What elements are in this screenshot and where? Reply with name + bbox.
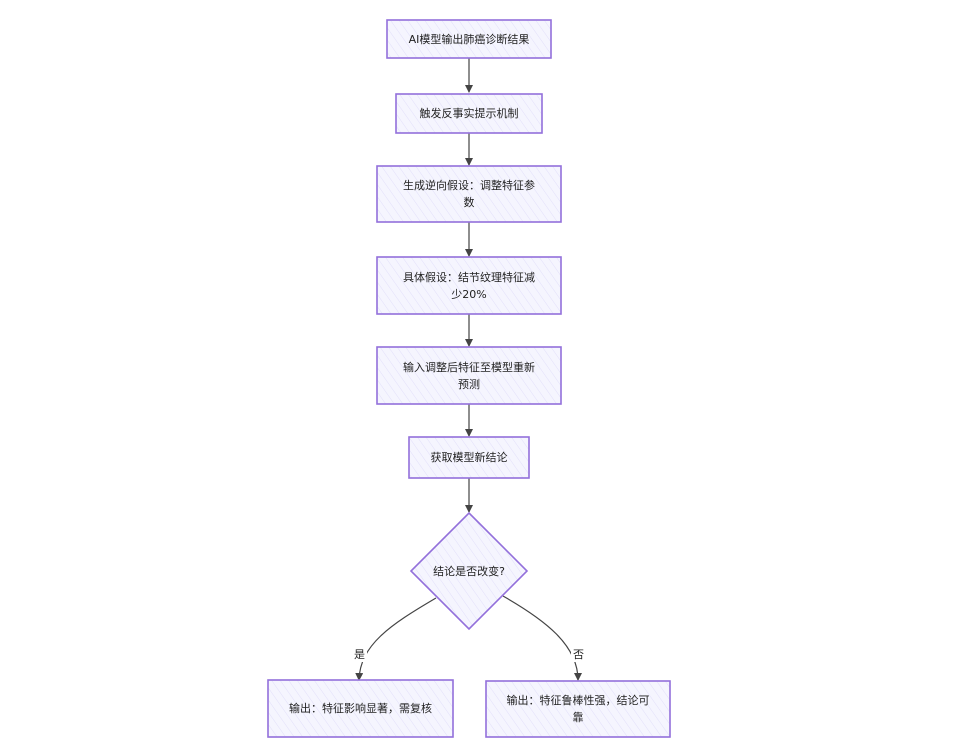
node-no-label: 输出：特征鲁棒性强，结论可靠 — [506, 694, 650, 724]
node-decision-label: 结论是否改变? — [433, 564, 505, 578]
node-obtain-label: 获取模型新结论 — [430, 451, 508, 464]
edge-decision-no — [502, 595, 582, 681]
node-generate-label: 生成逆向假设：调整特征参数 — [403, 179, 535, 209]
edge-label-yes: 是 — [352, 648, 367, 662]
edge-decision-yes — [355, 597, 437, 681]
edge-label-no: 否 — [571, 648, 586, 662]
node-reinput-label: 输入调整后特征至模型重新预测 — [403, 360, 535, 391]
edges — [355, 58, 582, 681]
node-yes-label: 输出：特征影响显著，需复核 — [289, 702, 432, 715]
node-start-label: AI模型输出肺癌诊断结果 — [408, 32, 530, 46]
node-shapes — [267, 19, 671, 738]
node-hypothesis-label: 具体假设：结节纹理特征减少20% — [403, 270, 535, 301]
node-trigger-label: 触发反事实提示机制 — [419, 107, 519, 120]
